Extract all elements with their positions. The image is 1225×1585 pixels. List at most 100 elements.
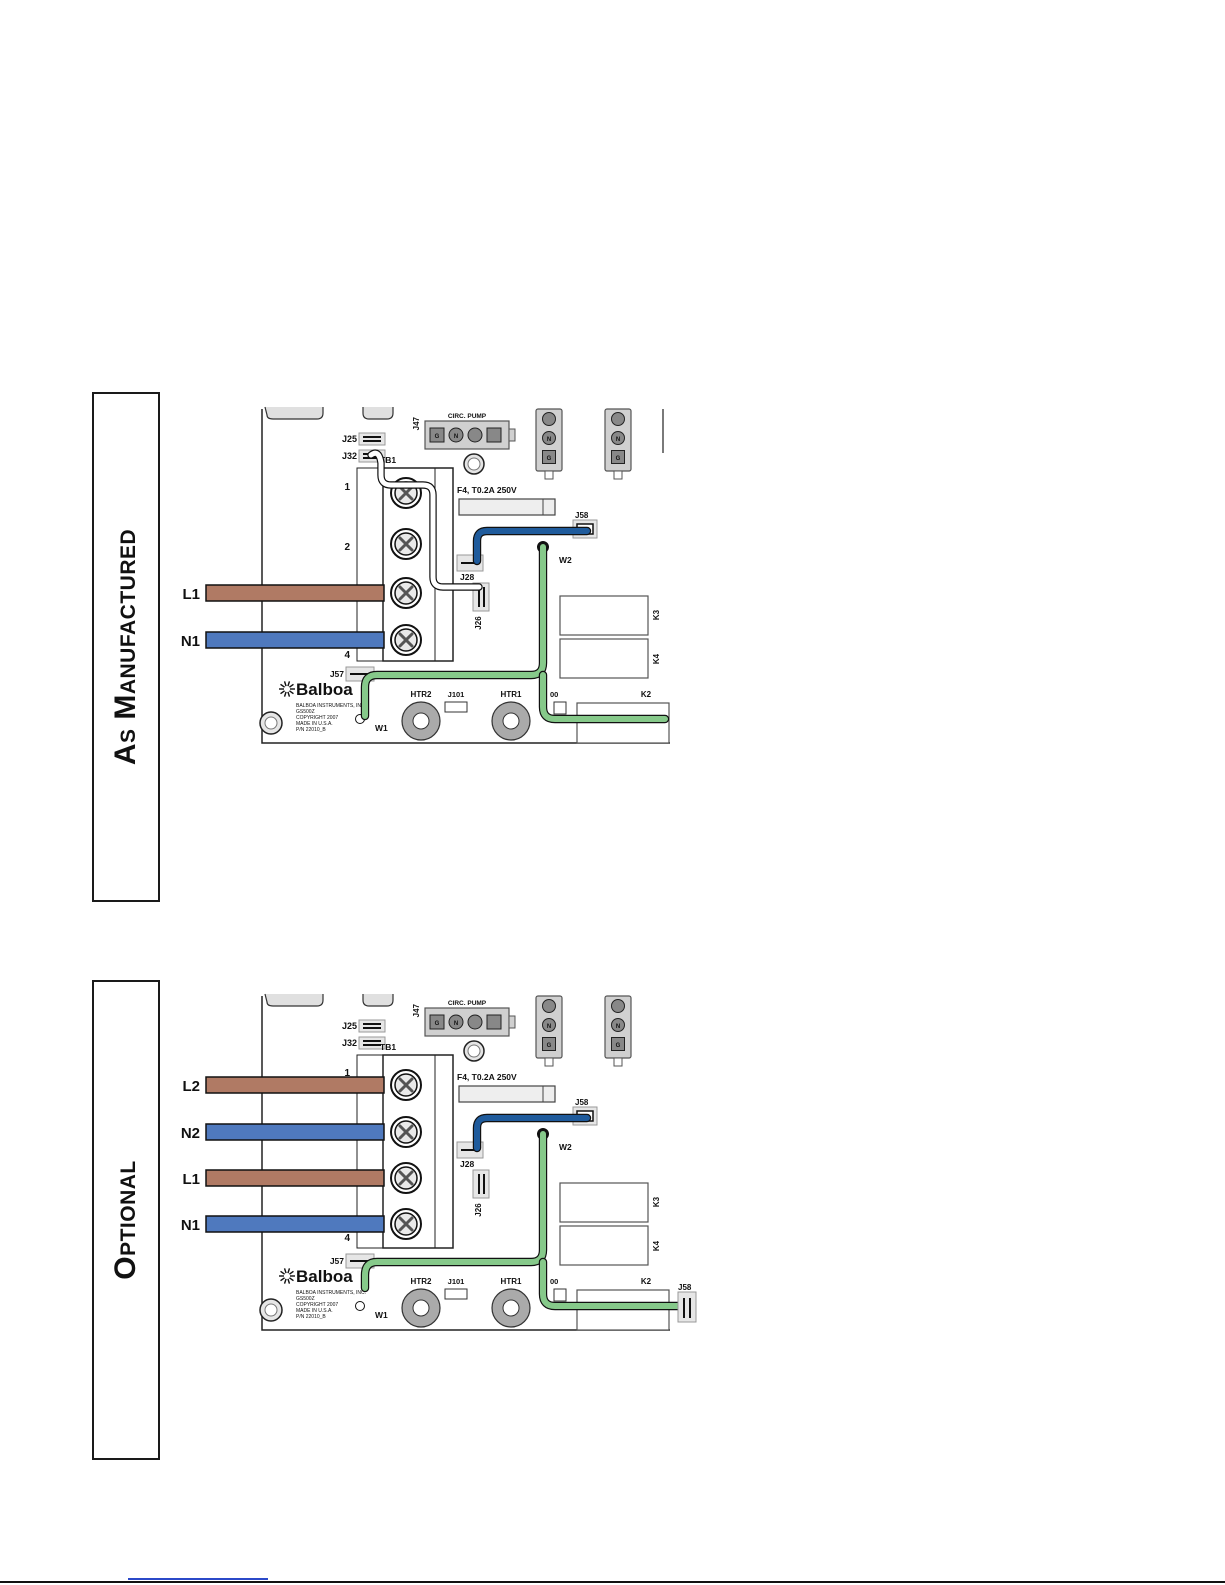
circ-pump-pin-label: G [435,434,440,440]
terminal-screw-4-slot [398,632,414,648]
logo-sunburst-ray [283,1268,287,1274]
power-line-l1 [205,584,385,602]
board-info-line: GS500Z [296,1296,315,1302]
logo-sunburst-ray [280,1270,285,1275]
label-j47: J47 [412,1003,421,1017]
fuse-body [458,1085,556,1103]
mount-hole-inner [264,1303,278,1317]
board-clip-left [264,406,324,420]
small-pad [553,1288,567,1302]
label-j28: J28 [460,572,474,582]
label-j26: J26 [474,1203,483,1217]
power-line-n1 [205,631,385,649]
terminal-block-back [356,1054,384,1249]
brand-logo: Balboa [296,680,353,699]
power-line-l2 [205,1076,385,1094]
logo-sunburst-ray [280,683,285,688]
label-htr1: HTR1 [501,1277,522,1286]
logo-sunburst-ray [289,1277,294,1282]
pump-connector-pin [542,1037,556,1051]
pump-connector-tab [613,470,623,480]
line-label-l1: L1 [182,586,200,603]
circ-pump-pin-label: N [454,1021,458,1027]
terminal-screw-2-slot [398,1124,414,1140]
board-info-line: MADE IN U.S.A. [296,1308,333,1314]
board-clip-left [264,993,324,1007]
heater-terminal-htr2-hole [412,712,430,730]
pump-connector-pin-label: G [547,1043,552,1049]
board-info-line: P/N 22010_B [296,727,326,733]
board-info-line: COPYRIGHT 2007 [296,1302,338,1308]
board-edge [261,409,670,744]
board-info-line: MADE IN U.S.A. [296,721,333,727]
circ-pump-pin [467,1014,483,1030]
pump-connector-pin [611,450,625,464]
board-clip-right [362,994,394,1007]
label-tb1: TB1 [380,1042,396,1052]
circ-pump-pin-label: G [435,1021,440,1027]
board-info-line: P/N 22010_B [296,1314,326,1320]
label-j58: J58 [575,1098,589,1107]
label-htr2: HTR2 [411,1277,432,1286]
circ-pump-tab [508,1015,516,1029]
circ-pump-tab [508,428,516,442]
section-title: Optional [109,1160,142,1280]
terminal-screw-3-slot [398,1170,414,1186]
pump-connector-pin-label: G [616,1043,621,1049]
pump-connector-pin [611,1018,625,1032]
label-j101: J101 [448,1277,465,1286]
circ-pump-pin-label: N [454,434,458,440]
jumper-J25 [358,432,386,446]
j101-connector [444,701,468,713]
logo-sunburst-ray [287,681,291,687]
jumper-j58-right [677,1291,697,1323]
pump-connector-pin [542,1018,556,1032]
pump-connector-pin-label: N [616,437,620,443]
circ-pump-pin [429,1014,445,1030]
circ-pump-pin [486,427,502,443]
terminal-screw-2-slot [398,536,414,552]
power-line-n1 [205,1215,385,1233]
line-label-n1: N1 [181,633,200,650]
label-k3: K3 [652,1196,661,1207]
label-j58: J58 [575,511,589,520]
terminal-block-back [356,467,384,662]
pump-connector-tab [544,1057,554,1067]
pump-connector-pin [542,431,556,445]
pump-connector-pin [611,999,625,1013]
terminal-screw-4-slot [398,1216,414,1232]
brand-logo: Balboa [296,1267,353,1286]
jumper-j26 [472,1169,490,1199]
label-k4: K4 [652,1240,661,1251]
label-k2: K2 [641,1277,652,1286]
section-title: As Manufactured [109,528,142,766]
label-j58-partial: J58 [678,1283,692,1292]
power-line-n2 [205,1123,385,1141]
pump-connector-pin [611,431,625,445]
label-k4: K4 [652,653,661,664]
j101-connector [444,1288,468,1300]
label-k3: K3 [652,609,661,620]
board-info-line: BALBOA INSTRUMENTS, INC. [296,1290,366,1296]
pump-connector-pin [611,1037,625,1051]
logo-sunburst-ray [280,1277,285,1282]
pump-connector-pin-label: N [616,1024,620,1030]
heater-terminal-htr1-hole [502,712,520,730]
wire-w1-w2 [362,544,546,719]
circ-pump-pin [467,427,483,443]
logo-sunburst-ray [287,1268,291,1274]
pb-mark [355,1301,365,1311]
label-tb1: TB1 [380,455,396,465]
label-fuse: F4, T0.2A 250V [457,485,517,495]
label-terminal-4: 4 [344,1233,350,1244]
wire-w2-j58 [540,1259,690,1309]
relay-k4 [559,638,649,679]
board-info-line: GS500Z [296,709,315,715]
logo-sunburst-ray [289,690,294,695]
logo-sunburst-ray [287,691,291,697]
line-label-n2: N2 [181,1125,200,1142]
fuse-body [458,498,556,516]
pump-connector-pin [611,412,625,426]
